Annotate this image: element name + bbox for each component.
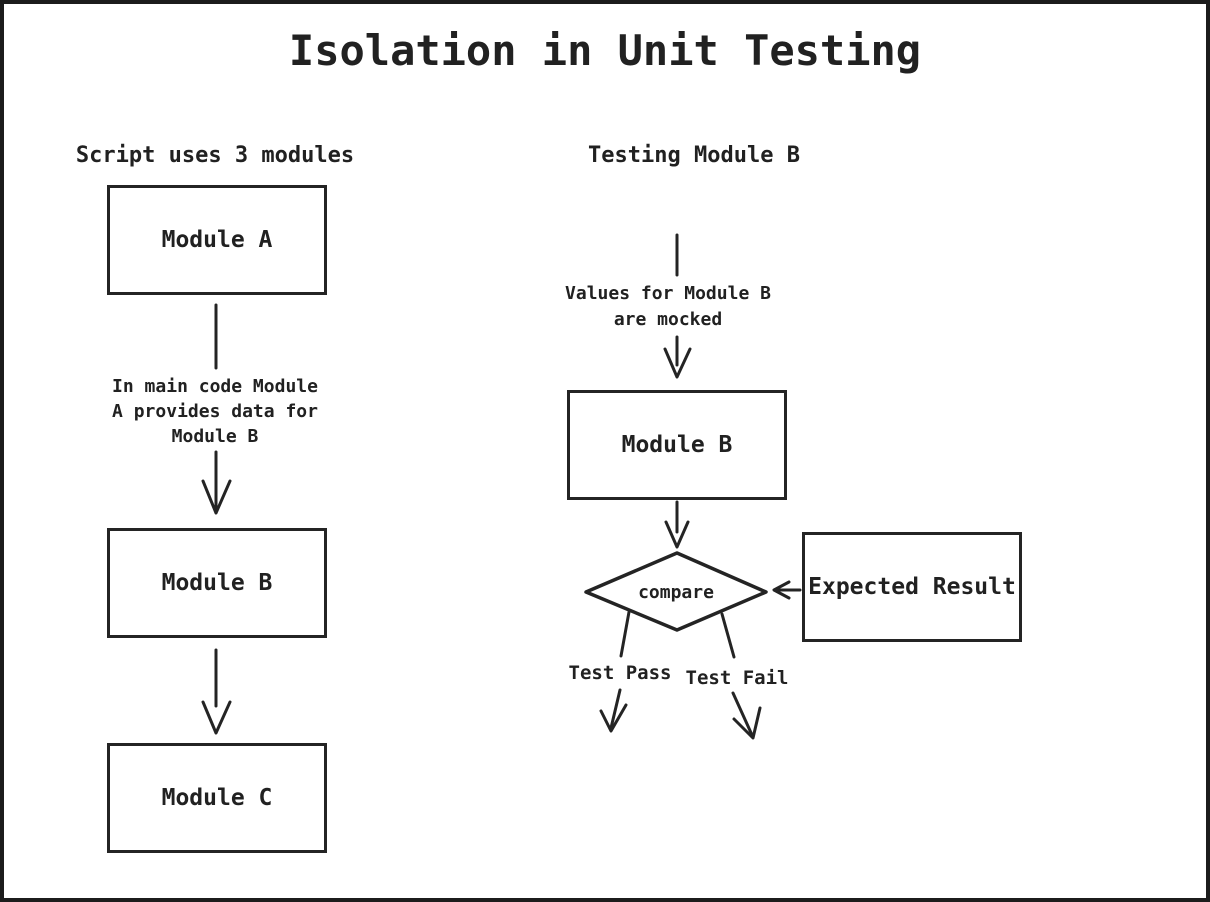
compare-label: compare — [638, 582, 714, 603]
box-module-b-left: Module B — [107, 528, 327, 638]
edge-annotation-main-code: In main code Module A provides data for … — [112, 376, 318, 447]
arrow-down-icon — [663, 335, 692, 379]
edge-annotation-mocked-values: Values for Module B are mocked — [565, 283, 771, 330]
box-module-a-label: Module A — [161, 227, 273, 253]
arrow-down-right-icon — [731, 691, 762, 740]
right-section-heading: Testing Module B — [588, 143, 800, 168]
left-section-heading: Script uses 3 modules — [75, 143, 355, 168]
box-module-c-label: Module C — [161, 785, 273, 811]
arrow-down-icon — [201, 648, 232, 735]
box-expected-result: Expected Result — [802, 532, 1022, 642]
box-module-b-right: Module B — [567, 390, 787, 500]
diagram-title: Isolation in Unit Testing — [288, 26, 922, 75]
arrow-down-icon — [664, 500, 690, 549]
box-expected-result-label: Expected Result — [808, 574, 1016, 600]
box-module-b-left-label: Module B — [161, 570, 273, 596]
box-module-c: Module C — [107, 743, 327, 853]
edge-test-fail-stem — [720, 612, 736, 659]
test-pass-label: Test Pass — [568, 662, 672, 684]
edge-test-pass-stem — [619, 610, 631, 658]
box-module-b-right-label: Module B — [621, 432, 733, 458]
arrow-down-left-icon — [599, 688, 628, 733]
arrow-left-icon — [772, 580, 802, 600]
test-fail-label: Test Fail — [685, 667, 789, 689]
arrow-down-icon — [201, 450, 232, 515]
box-module-a: Module A — [107, 185, 327, 295]
